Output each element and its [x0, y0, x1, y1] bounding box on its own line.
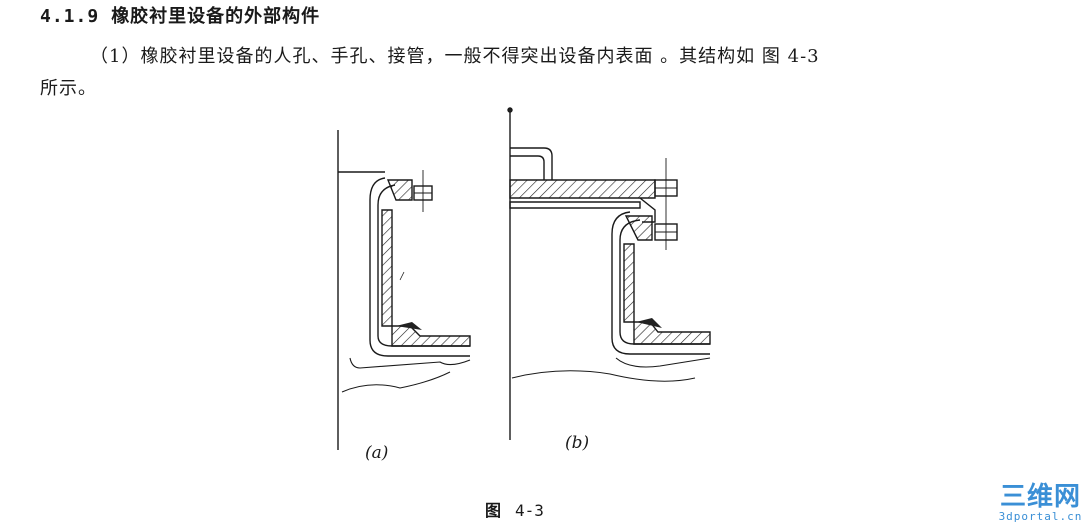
section-heading: 4.1.9 橡胶衬里设备的外部构件	[40, 2, 320, 28]
nozzle-wall-hatch-a	[381, 209, 393, 327]
flange-top-a	[386, 179, 413, 201]
break-line-a	[349, 357, 471, 369]
watermark-logo: 三维网 3dportal.cn	[993, 483, 1088, 523]
section-number: 4.1.9	[40, 6, 100, 27]
top-plate-b	[509, 179, 656, 199]
figure-label-a: (a)	[365, 443, 389, 463]
figure-caption: 图 4-3	[485, 497, 544, 521]
watermark-logo-url: 3dportal.cn	[998, 510, 1083, 523]
paragraph-line-1: （1）橡胶衬里设备的人孔、手孔、接管，一般不得突出设备内表面 。其结构如 图 4…	[90, 46, 820, 67]
figure-4-3-drawing	[337, 107, 711, 450]
nozzle-outer-b	[611, 211, 710, 355]
nozzle-wall-hatch-b	[623, 243, 635, 323]
section-title: 橡胶衬里设备的外部构件	[111, 6, 321, 27]
flange-bottom-b	[633, 321, 711, 345]
pipe-hook-outer-b	[510, 147, 553, 180]
lining-inner-a	[377, 184, 470, 347]
nozzle-outer-a	[369, 177, 470, 357]
flange-bottom-a	[391, 325, 471, 347]
figure-label-b: (b)	[565, 433, 590, 453]
figure-caption-number: 4-3	[515, 501, 544, 520]
lining-strip-b	[509, 201, 641, 209]
shell-break-b	[511, 370, 696, 382]
drawing-a	[337, 130, 471, 450]
figure-caption-prefix: 图	[485, 501, 502, 520]
watermark-logo-text: 三维网	[999, 482, 1081, 512]
pipe-hook-inner-b	[510, 155, 545, 180]
lining-inner-b	[619, 219, 710, 345]
drawing-b	[507, 107, 711, 440]
paragraph-line-2: 所示。	[40, 78, 97, 99]
break-line-b	[615, 357, 711, 368]
shell-break-a	[341, 371, 451, 393]
